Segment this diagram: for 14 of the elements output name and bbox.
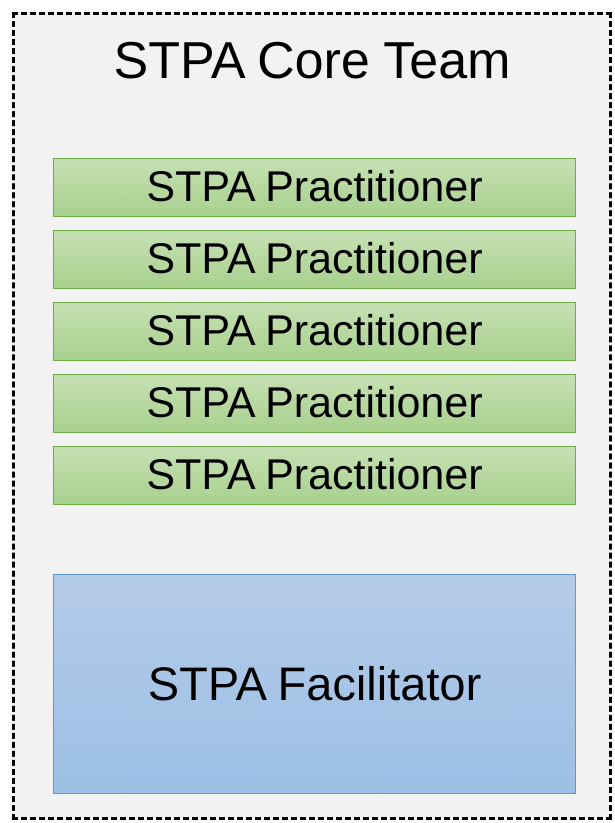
role-box	[53, 374, 576, 433]
group-title: STPA Core Team	[114, 33, 510, 90]
role-box	[53, 574, 576, 794]
role-label: STPA Practitioner	[146, 380, 483, 428]
role-box	[53, 446, 576, 505]
role-box	[53, 158, 576, 217]
role-label: STPA Practitioner	[146, 452, 483, 500]
role-label: STPA Practitioner	[146, 164, 483, 212]
role-label: STPA Practitioner	[146, 308, 483, 356]
role-box	[53, 302, 576, 361]
role-label: STPA Facilitator	[148, 658, 482, 710]
role-label: STPA Practitioner	[146, 236, 483, 284]
role-box	[53, 230, 576, 289]
team-container	[12, 12, 612, 820]
